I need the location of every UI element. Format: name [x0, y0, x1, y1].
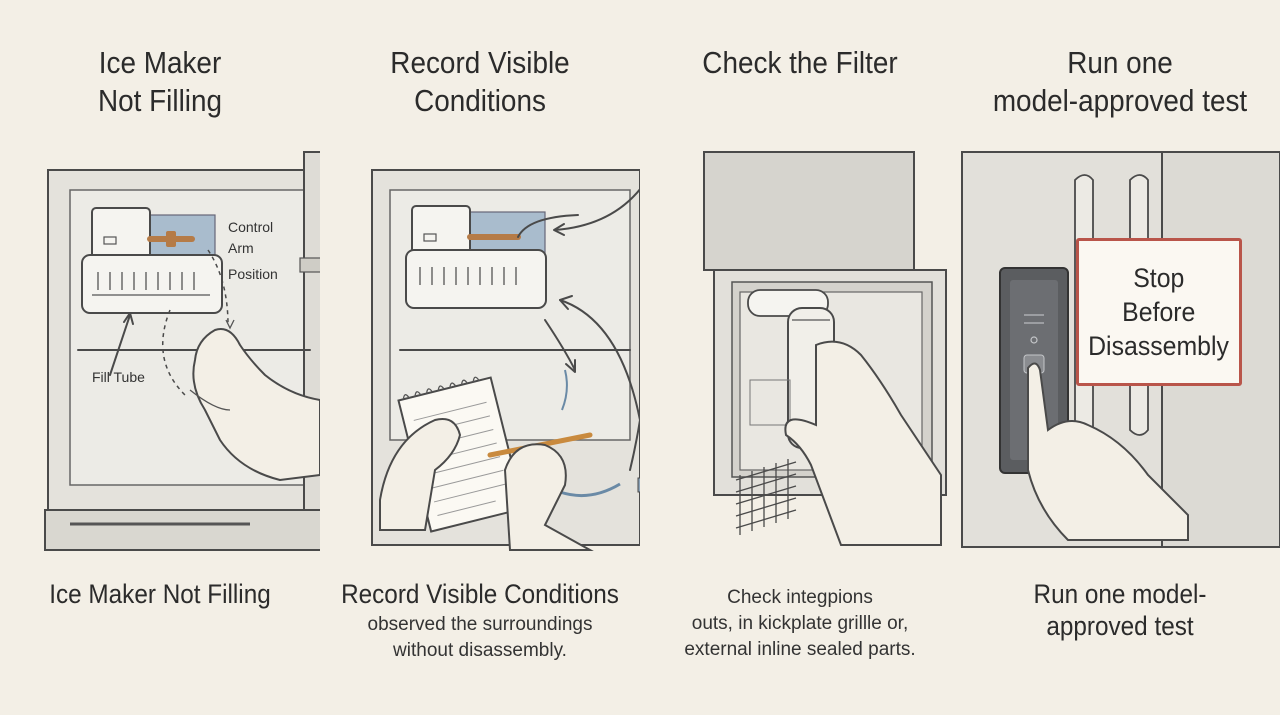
panel-2-title: Record Visible Conditions [336, 44, 624, 120]
panel-4-title: Run one model-approved test [976, 44, 1264, 120]
panel-2-subcaption-line-1: observed the surroundings [367, 614, 593, 635]
panel-2-subcaption: observed the surroundings without disass… [320, 612, 640, 664]
stop-before-disassembly-warning: Stop Before Disassembly [1076, 238, 1242, 386]
panel-3-title: Check the Filter [656, 44, 944, 82]
panel-1-title: Ice Maker Not Filling [16, 44, 304, 120]
panel-3-title-line-1: Check the Filter [702, 45, 898, 80]
panel-ice-maker-not-filling: Ice Maker Not Filling Control Arm Positi [0, 0, 320, 715]
panel-1-caption: Ice Maker Not Filling [16, 578, 304, 610]
freezer-ice-maker-illustration: Control Arm Position Fill Tube [44, 151, 320, 551]
callout-control-arm-line-3: Position [228, 266, 278, 282]
callout-control-arm-line-2: Arm [228, 240, 254, 256]
callout-fill-tube: Fill Tube [92, 369, 145, 385]
panel-4-caption-line-2: approved test [1046, 611, 1194, 641]
panel-1-title-line-1: Ice Maker [98, 45, 222, 80]
panel-record-visible-conditions: Record Visible Conditions [320, 0, 640, 715]
panel-4-title-line-2: model-approved test [992, 83, 1248, 118]
warning-line-2: Before [1122, 297, 1196, 327]
water-filter-illustration [703, 151, 947, 546]
panel-3-subcaption: Check integpions outs, in kickplate gril… [640, 585, 960, 663]
notepad-recording-illustration [371, 169, 640, 551]
panel-1-caption-line-1: Ice Maker Not Filling [49, 579, 271, 609]
panel-1-title-line-2: Not Filling [97, 83, 223, 118]
panel-check-the-filter: Check the Filter Check integpions outs, … [640, 0, 960, 715]
panel-4-title-line-1: Run one [1067, 45, 1173, 80]
panel-3-subcaption-line-1: Check integpions [727, 587, 873, 608]
warning-line-1: Stop [1133, 263, 1185, 293]
warning-line-3: Disassembly [1088, 331, 1230, 361]
panel-4-caption-line-1: Run one model- [1033, 579, 1207, 609]
panel-3-subcaption-line-3: external inline sealed parts. [684, 639, 916, 660]
panel-4-caption: Run one model- approved test [976, 578, 1264, 642]
panel-2-subcaption-line-2: without disassembly. [393, 640, 567, 661]
panel-3-subcaption-line-2: outs, in kickplate grillle or, [691, 613, 909, 634]
panel-2-caption-line-1: Record Visible Conditions [341, 579, 619, 609]
panel-2-title-line-2: Conditions [414, 83, 546, 118]
panel-2-title-line-1: Record Visible [390, 45, 570, 80]
panel-2-caption: Record Visible Conditions [336, 578, 624, 610]
callout-control-arm-line-1: Control [228, 219, 273, 235]
